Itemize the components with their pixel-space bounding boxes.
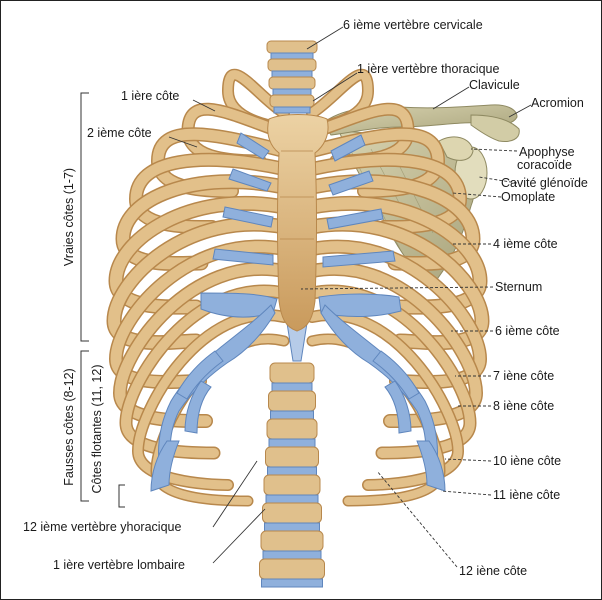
intervertebral-disc	[273, 89, 311, 95]
cervical-vertebra	[269, 77, 315, 89]
vertebra	[264, 475, 320, 495]
label-fausses-cotes: Fausses côtes (8-12)	[62, 368, 76, 485]
label-coracoide-1: Apophyse	[519, 145, 575, 159]
vertebra	[263, 503, 322, 523]
vertebra	[269, 391, 316, 411]
intervertebral-disc	[272, 71, 312, 77]
label-coracoide-2: coracoïde	[517, 158, 572, 172]
label-vraies-cotes: Vraies côtes (1-7)	[62, 168, 76, 266]
label-cote7: 7 iène côte	[493, 369, 554, 383]
vertebra	[266, 447, 319, 467]
label-cote6: 6 ième côte	[495, 324, 560, 338]
intervertebral-disc	[263, 551, 321, 559]
vertebra	[267, 419, 317, 439]
intervertebral-disc	[271, 411, 314, 419]
cervical-vertebra	[270, 95, 314, 107]
vertebra	[260, 559, 325, 579]
label-cervical6: 6 ième vertèbre cervicale	[343, 18, 483, 32]
intervertebral-disc	[262, 579, 323, 587]
label-thoracic1: 1 ière vertèbre thoracique	[357, 62, 499, 76]
label-sternum: Sternum	[495, 280, 542, 294]
intervertebral-disc	[272, 383, 312, 391]
intervertebral-disc	[266, 495, 318, 503]
label-cote12: 12 iène côte	[459, 564, 527, 578]
intervertebral-disc	[269, 439, 315, 447]
intervertebral-disc	[265, 523, 320, 531]
vertebra	[261, 531, 323, 551]
label-thoracic12: 12 ième vertèbre yhoracique	[23, 520, 181, 534]
intervertebral-disc	[274, 107, 310, 113]
label-cotes-flottantes: Côtes flotantes (11, 12)	[90, 364, 104, 493]
label-cote11: 11 iène côte	[493, 488, 560, 502]
label-clavicule: Clavicule	[469, 78, 520, 92]
cervical-vertebra	[268, 59, 316, 71]
label-cote8: 8 iène côte	[493, 399, 554, 413]
label-cote4: 4 ième côte	[493, 237, 558, 251]
intervertebral-disc	[268, 467, 317, 475]
label-omoplate: Omoplate	[501, 190, 555, 204]
label-glenoide: Cavité glénoïde	[501, 176, 588, 190]
label-cote2: 2 ième côte	[87, 126, 152, 140]
label-cote1: 1 ière côte	[121, 89, 179, 103]
label-lumbar1: 1 ière vertèbre lombaire	[53, 558, 185, 572]
label-cote10: 10 iène côte	[493, 454, 561, 468]
vertebra	[270, 363, 314, 383]
intervertebral-disc	[271, 53, 313, 59]
label-acromion: Acromion	[531, 96, 584, 110]
